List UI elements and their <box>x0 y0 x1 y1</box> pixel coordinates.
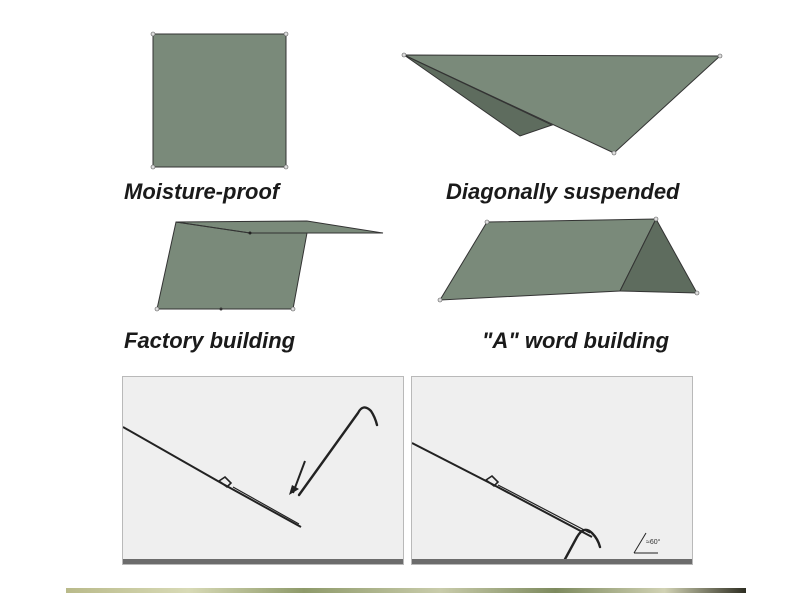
caption-factory-building: Factory building <box>124 328 296 353</box>
caption-moisture-proof: Moisture-proof <box>124 179 280 204</box>
step-panel-insert-stake <box>122 376 404 565</box>
caption-diagonally-suspended: Diagonally suspended <box>446 179 680 204</box>
stake-insert-illustration <box>123 406 379 528</box>
arrow-down-icon <box>289 460 306 495</box>
step-panel-stake-secured: ≈60° <box>411 376 693 565</box>
tarp-flat-square <box>150 31 289 170</box>
angle-label: ≈60° <box>646 539 661 546</box>
photo-strip <box>66 588 746 593</box>
caption-a-word-building: "A" word building <box>482 328 670 353</box>
stake-secured-illustration <box>412 442 658 563</box>
tarp-lean-to <box>154 220 384 312</box>
tarp-a-frame <box>437 216 700 303</box>
tarp-diagonal <box>401 52 723 156</box>
ground <box>123 559 403 564</box>
angle-icon <box>633 532 658 554</box>
ground <box>412 559 692 564</box>
